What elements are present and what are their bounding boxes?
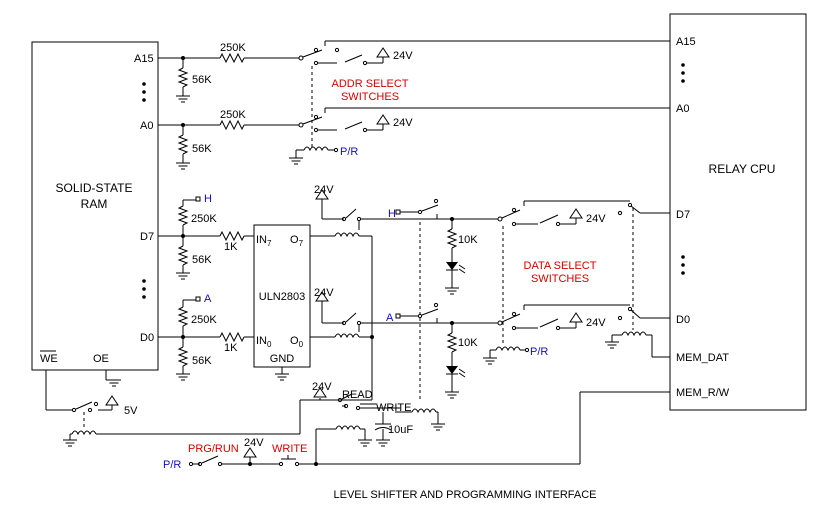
data-d7-circuit: 1K H 250K 56K 24V H [158, 184, 670, 400]
svg-text:O0: O0 [290, 335, 304, 349]
driver-out7-label: O [290, 234, 299, 246]
diagram-caption: LEVEL SHIFTER AND PROGRAMMING INTERFACE [333, 489, 596, 501]
ram-title-1: SOLID-STATE [56, 181, 133, 195]
a15-supply-label: 24V [393, 50, 413, 62]
driver-gnd-label: GND [270, 353, 295, 365]
ram-pin-d0: D0 [140, 332, 154, 344]
d7-pulldown-label: 56K [192, 254, 212, 266]
d0-switch-supply-label: 24V [586, 317, 606, 329]
ram-title-2: RAM [81, 197, 108, 211]
write-coil-label: WRITE [376, 402, 411, 414]
a0-pulldown-label: 56K [192, 143, 212, 155]
d7-series-label: 1K [224, 241, 238, 253]
d7-h-input-label: H [388, 208, 396, 220]
cpu-pin-a15: A15 [676, 36, 696, 48]
prg-run-switch-label: PRG/RUN [188, 443, 239, 455]
read-supply-label: 24V [312, 381, 332, 393]
svg-text:O7: O7 [290, 234, 304, 248]
driver-out0-sub: 0 [299, 340, 304, 349]
a15-resistor-label: 250K [220, 42, 246, 54]
ram-pin-oe: OE [93, 353, 109, 365]
cpu-pin-a0: A0 [676, 103, 689, 115]
driver-in7-sub: 7 [267, 239, 272, 248]
d0-a-label: A [204, 293, 212, 305]
ram-chip: SOLID-STATE RAM A15 A0 D7 D0 WE OE [31, 41, 159, 371]
a0-resistor-label: 250K [220, 109, 246, 121]
we-supply-label: 5V [124, 405, 138, 417]
d0-led-resistor-label: 10K [458, 337, 478, 349]
cpu-pin-d0: D0 [676, 314, 690, 326]
driver-out0-label: O [290, 335, 299, 347]
uln2803-driver: ULN2803 IN7 O7 IN0 O0 GND [253, 224, 311, 381]
read-label: READ [342, 389, 373, 401]
cpu-pin-d7: D7 [676, 209, 690, 221]
addr-switches-label-2: SWITCHES [341, 91, 399, 103]
driver-out7-sub: 7 [299, 239, 304, 248]
svg-text:IN0: IN0 [256, 335, 272, 349]
ram-pin-d7: D7 [140, 231, 154, 243]
cpu-title: RELAY CPU [709, 162, 776, 176]
control-circuit: 5V 24V READ WRITE 10uF [45, 370, 670, 471]
d0-supply-label: 24V [314, 287, 334, 299]
ram-pin-a0: A0 [140, 120, 153, 132]
data-switches-label-1: DATA SELECT [524, 260, 597, 272]
addr-switches-label-1: ADDR SELECT [331, 78, 408, 90]
driver-in0-label: IN [256, 335, 267, 347]
addr-a0-circuit: 250K 56K 24V P/R ADDR SELECT SWITCHES [158, 66, 670, 170]
relay-cpu: RELAY CPU A15 A0 D7 D0 MEM_DAT MEM_R/W [669, 13, 807, 411]
addr-coil-pr-label: P/R [340, 146, 358, 158]
data-d0-circuit: 1K A 250K 56K 24V A [158, 208, 670, 402]
d0-pulldown-label: 56K [192, 355, 212, 367]
ram-pin-a15: A15 [134, 53, 154, 65]
cpu-pin-mem-rw: MEM_R/W [676, 387, 730, 399]
driver-in7-label: IN [256, 234, 267, 246]
ram-pin-we: WE [40, 353, 58, 365]
capacitor-label: 10uF [388, 424, 413, 436]
addr-a15-circuit: 250K 56K 24V [158, 40, 670, 103]
d7-h-label: H [204, 193, 212, 205]
d0-a-input-label: A [386, 312, 394, 324]
d0-series-label: 1K [224, 342, 238, 354]
prg-supply-label: 24V [244, 437, 264, 449]
d7-supply-label: 24V [314, 184, 334, 196]
data-coil-pr-label: P/R [530, 346, 548, 358]
svg-text:IN7: IN7 [256, 234, 272, 248]
a0-supply-label: 24V [393, 117, 413, 129]
pr-input-label: P/R [163, 459, 181, 471]
driver-name: ULN2803 [259, 291, 305, 303]
d7-pullup-label: 250K [191, 213, 217, 225]
d0-pullup-label: 250K [191, 314, 217, 326]
d7-led-resistor-label: 10K [458, 234, 478, 246]
d7-switch-supply-label: 24V [586, 213, 606, 225]
driver-in0-sub: 0 [267, 340, 272, 349]
data-switches-label-2: SWITCHES [531, 273, 589, 285]
a15-pulldown-label: 56K [192, 74, 212, 86]
write-switch-label: WRITE [272, 443, 307, 455]
cpu-pin-mem-dat: MEM_DAT [676, 352, 729, 364]
